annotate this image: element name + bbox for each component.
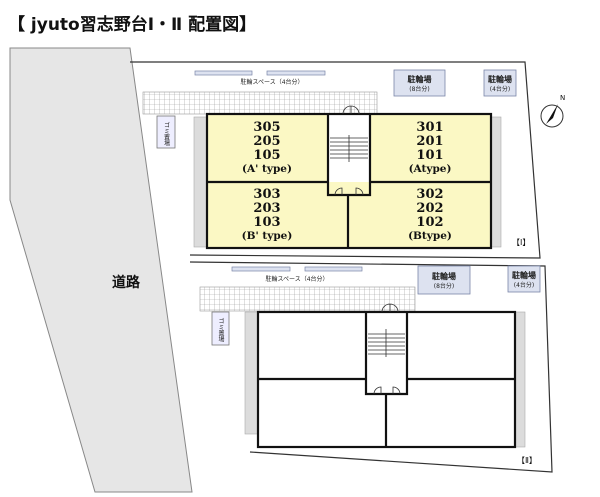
bike-rack xyxy=(231,266,291,272)
staircase xyxy=(368,329,405,357)
bike-lot-capacity: (8台分) xyxy=(434,282,455,290)
unit-label-b-prime: 303 203 103 (B' type) xyxy=(242,187,293,242)
unit-303 xyxy=(207,182,348,248)
svg-text:301: 301 xyxy=(416,120,443,135)
bike-lot-capacity: (4台分) xyxy=(490,85,511,93)
site-2-boundary xyxy=(189,261,553,473)
north-arrow-icon: N xyxy=(540,94,565,128)
svg-text:105: 105 xyxy=(253,148,280,163)
paved-walkway xyxy=(199,286,416,312)
balcony-right xyxy=(490,116,502,248)
page-title: 【 jyuto習志野台Ⅰ・Ⅱ 配置図】 xyxy=(8,14,256,35)
unit-305 xyxy=(207,114,328,182)
balcony-left xyxy=(193,116,208,248)
bike-lot-capacity: (8台分) xyxy=(409,85,430,93)
entrance-door xyxy=(342,105,360,115)
svg-text:103: 103 xyxy=(253,215,280,230)
bike-lot-4 xyxy=(507,265,541,293)
svg-text:302: 302 xyxy=(416,187,443,202)
svg-text:101: 101 xyxy=(416,148,443,163)
garbage-label: ゴミ置場 xyxy=(163,121,170,147)
bike-lot-8 xyxy=(417,265,471,295)
road xyxy=(9,47,193,493)
entrance-door xyxy=(381,303,399,313)
unit-label-a: 301 201 101 (Atype) xyxy=(409,120,452,175)
balcony-right xyxy=(514,311,526,448)
site-1-boundary xyxy=(130,61,541,259)
bike-space-label: 駐輪スペース（4台分） xyxy=(265,275,328,283)
unit-door xyxy=(373,386,401,395)
bike-lot-4 xyxy=(483,69,517,97)
svg-text:(Btype): (Btype) xyxy=(408,230,452,242)
garbage-label: ゴミ置場 xyxy=(217,317,224,343)
compass-label: N xyxy=(560,94,565,102)
road-label: 道路 xyxy=(112,274,141,291)
garbage-area xyxy=(211,311,230,346)
bike-lot-title: 駐輪場 xyxy=(432,271,456,281)
unit-label-b: 302 202 102 (Btype) xyxy=(408,187,452,242)
bike-lot-title: 駐輪場 xyxy=(488,74,512,84)
svg-text:305: 305 xyxy=(253,120,280,135)
svg-text:(B' type): (B' type) xyxy=(242,230,293,242)
building-1-label: 【Ⅰ】 xyxy=(512,238,530,247)
bike-rack xyxy=(266,70,326,76)
svg-text:(A' type): (A' type) xyxy=(242,163,292,175)
bike-space-label: 駐輪スペース（4台分） xyxy=(240,78,303,86)
svg-text:(Atype): (Atype) xyxy=(409,163,452,175)
paved-walkway xyxy=(142,91,378,115)
svg-text:201: 201 xyxy=(416,134,443,149)
unit-label-a-prime: 305 205 105 (A' type) xyxy=(242,120,292,175)
svg-text:203: 203 xyxy=(253,201,280,216)
bike-lot-8 xyxy=(393,69,446,97)
svg-text:205: 205 xyxy=(253,134,280,149)
building-2: 駐輪スペース（4台分） 駐輪場 (8台分) 駐輪場 (4台分) ゴミ置場 【Ⅱ】 xyxy=(199,265,541,465)
balcony-left xyxy=(244,311,259,435)
svg-text:303: 303 xyxy=(253,187,280,202)
building-1: 駐輪スペース（4台分） 駐輪場 (8台分) 駐輪場 (4台分) ゴミ置場 305… xyxy=(142,69,530,250)
svg-text:202: 202 xyxy=(416,201,443,216)
garbage-area xyxy=(156,115,176,149)
unit-301 xyxy=(370,114,491,182)
bike-rack xyxy=(304,266,363,272)
staircase xyxy=(330,135,368,162)
bike-lot-capacity: (4台分) xyxy=(514,281,535,289)
unit-door xyxy=(334,187,364,196)
bike-lot-title: 駐輪場 xyxy=(408,74,432,84)
unit-302 xyxy=(348,182,491,248)
bike-lot-title: 駐輪場 xyxy=(512,270,536,280)
bike-rack xyxy=(194,70,253,76)
building-2-label: 【Ⅱ】 xyxy=(517,456,537,465)
svg-text:102: 102 xyxy=(416,215,443,230)
